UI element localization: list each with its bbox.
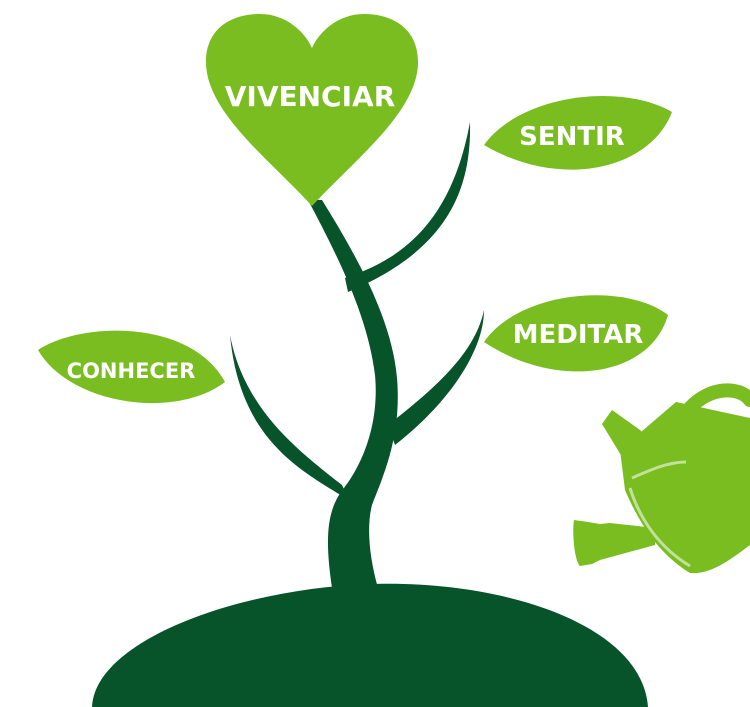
leaf-top-right-label: SENTIR — [519, 122, 625, 152]
leaf-left-label: CONHECER — [67, 359, 196, 383]
leaf-mid-right-label: MEDITAR — [513, 320, 644, 350]
heart-leaf — [206, 14, 418, 206]
leaf-mid-right — [484, 295, 668, 372]
stem-branch-left — [230, 335, 349, 500]
leaf-left — [38, 330, 225, 404]
stem-branch-upper-right — [345, 122, 471, 292]
heart-label: VIVENCIAR — [225, 80, 396, 113]
stem-branch-mid-right — [388, 310, 484, 445]
soil-mound — [92, 583, 648, 707]
watering-can-icon — [573, 383, 750, 574]
stem-trunk — [308, 200, 398, 588]
leaf-top-right — [484, 96, 672, 170]
